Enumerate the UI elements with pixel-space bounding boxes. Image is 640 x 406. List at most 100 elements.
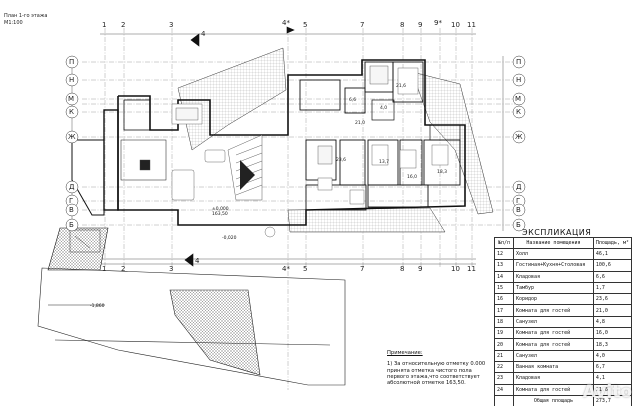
explication-cell-name: Тамбур [513,281,594,295]
explication-cell-num: 22 [494,360,514,374]
axis-col-bottom-4star: 4* [282,265,290,273]
explication-cell-area: 21,0 [592,304,633,317]
axis-row-left-G: Г [69,197,74,205]
axis-col-top-9star: 9* [434,19,442,27]
axis-row-right-N: Н [516,76,522,84]
room-area-24: 21,6 [396,84,407,89]
right-terrace-hatch [411,71,494,215]
watermark: Avito [582,382,632,402]
note-block: Примечание: 1) За относительную отметку … [387,350,492,386]
axis-col-top-2: 2 [121,21,126,29]
axis-col-top-7: 7 [360,21,365,29]
explication-cell-num: 13 [494,259,514,272]
explication-cell-num: 24 [494,383,514,396]
axis-row-right-Zh: Ж [515,133,523,141]
bottom-terrace-hatch [287,207,446,233]
explication-cell-area: 16,0 [592,327,633,340]
axis-col-bottom-8: 8 [400,265,405,273]
explication-cell-area: 18,3 [592,338,633,351]
explication-cell-area: 4,0 [592,349,633,362]
explication-cell-area: 46,1 [592,247,633,261]
note-heading: Примечание: [387,350,423,356]
axis-row-left-M: М [68,95,75,103]
room-area-20: 18,3 [437,170,448,175]
section-mark-label-top: 4 [201,30,206,38]
explication-cell-name: Санузел [513,315,594,329]
lower-level-block [37,267,346,386]
explication-cell-num: 23 [494,372,514,385]
left-wing [47,139,109,271]
axis-col-top-4star: 4* [282,19,290,27]
explication-cell-num: 18 [494,315,514,329]
explication-cell-area: 23,6 [592,293,633,306]
axis-col-top-8: 8 [400,21,405,29]
explication-cell-area: 100,6 [592,259,633,272]
explication-cell-name: Комната для гостей [513,383,594,396]
row-axis-markers [65,55,526,232]
explication-cell-area: 6,6 [592,270,633,283]
axis-row-right-G: Г [516,197,521,205]
axis-col-top-9: 9 [418,21,423,29]
axis-col-bottom-10: 10 [451,265,460,273]
explication-cell-name: Гостиная+Кухня+Столовая [513,259,594,272]
explication-cell-name: Комната для гостей [513,304,594,317]
explication-cell-name: Кладовая [513,372,594,385]
axis-col-bottom-2: 2 [121,265,126,273]
room-area-13a: 13,7 [379,160,390,165]
axis-row-right-M: М [515,95,522,103]
axis-col-top-5: 5 [303,21,308,29]
axis-col-top-3: 3 [169,21,174,29]
room-area-21: 4,0 [380,106,388,111]
header-num: №п/п [494,237,514,249]
furniture [139,65,449,238]
level-mark-terrace: -0,020 [222,236,237,241]
axis-col-bottom-3: 3 [169,265,174,273]
room-area-19: 16,0 [407,175,418,180]
axis-row-left-K: К [69,108,74,116]
axis-row-left-V: В [69,206,74,214]
level-mark-main: ±0,000 163,50 [212,207,229,217]
title-block: План 1-го этажа М1:100 [4,13,47,27]
explication-cell-name: Кладовая [513,270,594,283]
room-area-16: 23,6 [336,158,347,163]
level-mark-lower: -1,860 [90,304,105,309]
axis-row-right-D: Д [516,183,522,191]
axis-row-right-P: П [516,58,522,66]
axis-col-top-1: 1 [102,21,107,29]
explication-cell-num: 19 [494,327,514,340]
explication-cell-name: Санузел [513,349,594,362]
section-mark-label-bottom: 4 [195,257,200,265]
staircase [227,134,263,201]
axis-row-left-D: Д [69,183,75,191]
axis-row-right-V: В [516,206,521,214]
note-text: 1) За относительную отметку 0.000 принят… [387,361,486,387]
left-terrace-hatch [177,47,287,151]
explication-cell-name: Комната для гостей [513,338,594,351]
axis-row-left-B: Б [69,221,74,229]
explication-title: ЭКСПЛИКАЦИЯ [522,228,592,237]
header-name: Название помещения [513,237,594,249]
explication-cell-num: 21 [494,349,514,362]
plan-scale: М1:100 [4,20,23,26]
explication-cell-name: Комната для гостей [513,327,594,340]
axis-row-right-B: Б [516,221,521,229]
axis-col-bottom-5: 5 [303,265,308,273]
plan-title: План 1-го этажа [4,13,48,19]
axis-col-bottom-7: 7 [360,265,365,273]
total-label: Общая площадь [513,394,594,406]
room-area-17: 21,0 [355,121,366,126]
axis-col-top-11: 11 [467,21,476,29]
explication-cell-area: 6,7 [592,360,633,374]
axis-row-left-P: П [69,58,75,66]
